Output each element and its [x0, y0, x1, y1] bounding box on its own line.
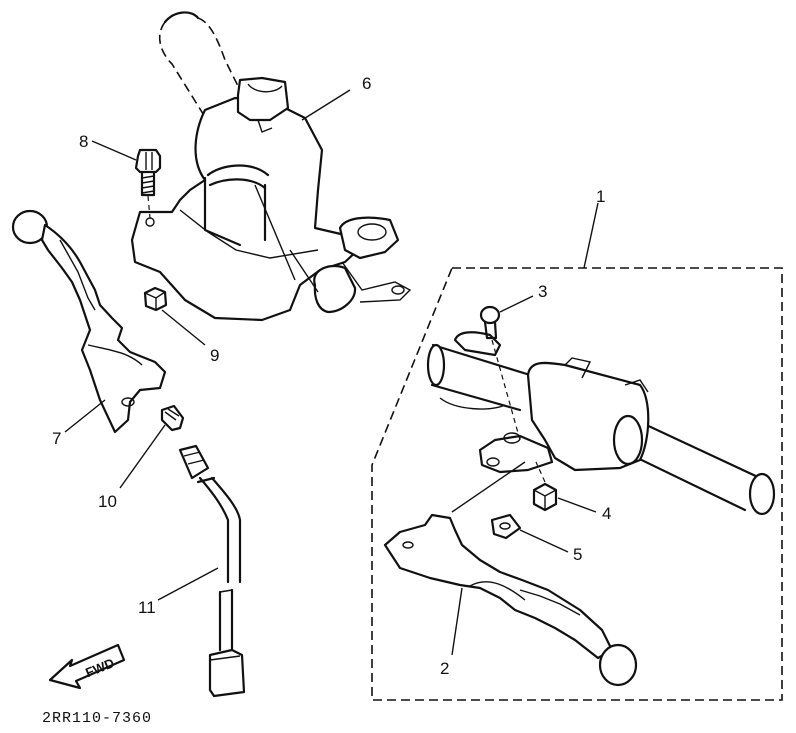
bolt-8 [134, 148, 162, 219]
callout-2: 2 [440, 659, 449, 678]
brake-holder-assembly [426, 331, 776, 516]
nut-4 [532, 461, 558, 512]
callout-11: 11 [138, 598, 156, 617]
washer-5 [490, 513, 522, 540]
screw-3 [479, 305, 521, 441]
callout-5: 5 [573, 545, 582, 564]
fwd-arrow-icon: FWD [48, 643, 126, 690]
nut-9 [143, 286, 168, 312]
callout-1: 1 [596, 187, 605, 206]
assembly-1-boundary [371, 267, 783, 701]
cable-11 [178, 444, 246, 698]
callout-3: 3 [538, 282, 547, 301]
callout-8: 8 [79, 132, 88, 151]
lever-2 [383, 513, 638, 687]
callout-7: 7 [52, 429, 61, 448]
callout-9: 9 [210, 346, 219, 365]
lever-7 [11, 209, 167, 434]
callout-10: 10 [98, 492, 117, 511]
adjuster-10 [160, 404, 185, 432]
callout-4: 4 [602, 504, 611, 523]
throttle-housing-assembly [130, 11, 412, 322]
diagram-code: 2RR110-7360 [42, 710, 152, 727]
callout-6: 6 [362, 74, 371, 93]
leader-lines [64, 89, 599, 656]
